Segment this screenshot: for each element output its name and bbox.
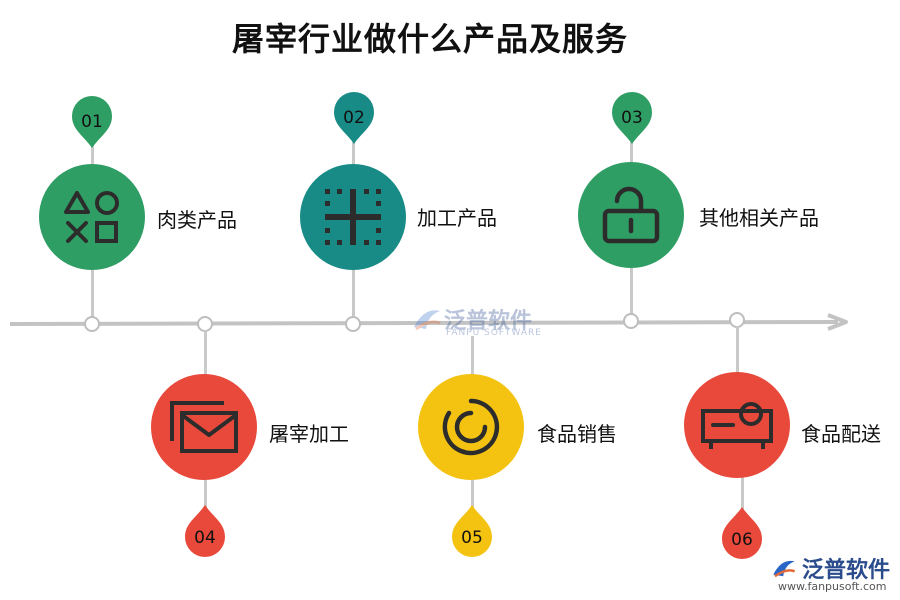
number-badge: 03	[610, 90, 654, 150]
item-number: 01	[81, 112, 103, 132]
timeline-node	[84, 316, 100, 332]
stem	[630, 142, 633, 172]
unlock-icon	[602, 186, 660, 244]
watermark: 泛普软件 FANPU SOFTWARE	[410, 303, 541, 338]
brand-logo: 泛普软件 www.fanpusoft.com	[770, 552, 891, 593]
stem	[741, 472, 744, 512]
projector-icon	[701, 402, 773, 449]
page-title: 屠宰行业做什么产品及服务	[231, 20, 628, 58]
item-circle	[684, 372, 790, 478]
item-number: 05	[461, 528, 483, 548]
item-number: 06	[731, 530, 753, 550]
stem	[352, 142, 355, 172]
stem	[204, 470, 207, 510]
stem	[204, 330, 207, 380]
stem	[91, 142, 94, 172]
grid-icon	[325, 189, 381, 245]
shapes-icon	[64, 191, 119, 243]
item-label: 食品配送	[801, 422, 881, 446]
item-circle	[578, 162, 684, 268]
item-label: 屠宰加工	[269, 422, 349, 446]
brand-name: 泛普软件	[802, 558, 891, 583]
stem	[630, 266, 633, 316]
stem	[91, 268, 94, 318]
item-label: 其他相关产品	[699, 206, 819, 230]
stem	[471, 336, 474, 380]
item-circle	[418, 374, 524, 480]
stem	[352, 268, 355, 318]
item-number: 03	[621, 108, 643, 128]
stem	[736, 326, 739, 376]
number-badge: 04	[183, 503, 227, 563]
number-badge: 05	[450, 503, 494, 563]
item-circle	[39, 164, 145, 270]
timeline-node	[623, 313, 639, 329]
item-circle	[151, 374, 257, 480]
item-label: 加工产品	[417, 206, 497, 230]
item-number: 02	[343, 108, 365, 128]
number-badge: 02	[332, 90, 376, 150]
item-label: 肉类产品	[157, 208, 237, 232]
brand-url: www.fanpusoft.com	[778, 580, 887, 593]
timeline-axis	[9, 313, 848, 331]
fanpu-logo-icon	[414, 310, 441, 331]
stem	[471, 470, 474, 510]
watermark-subtext: FANPU SOFTWARE	[446, 328, 542, 338]
item-number: 04	[194, 528, 216, 548]
watermark-text: 泛普软件	[444, 309, 533, 334]
timeline-node	[345, 316, 361, 332]
mail-icon	[170, 401, 238, 453]
loading-ring-icon	[442, 398, 500, 456]
item-label: 食品销售	[537, 422, 617, 446]
item-circle	[300, 164, 406, 270]
number-badge: 06	[720, 505, 764, 565]
fanpu-logo-icon	[773, 560, 796, 578]
number-badge: 01	[70, 94, 114, 154]
